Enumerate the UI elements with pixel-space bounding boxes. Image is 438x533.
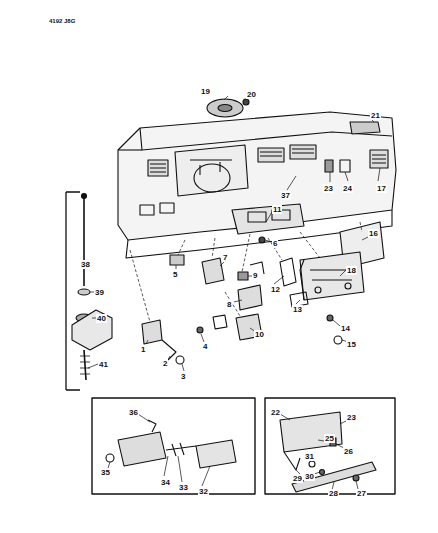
callout-number: 16: [368, 229, 379, 238]
drawing-number: 4192 J8G: [48, 18, 76, 25]
callout-number: 15: [346, 340, 357, 349]
callout-number: 27: [356, 489, 367, 498]
callout-number: 11: [272, 205, 282, 214]
callout-number: 41: [98, 360, 109, 369]
callout-number: 40: [96, 314, 107, 323]
callout-number: 20: [246, 90, 257, 99]
callout-number: 1: [140, 345, 146, 354]
callout-number: 32: [198, 487, 209, 496]
callout-number: 9: [252, 271, 258, 280]
callout-number: 38: [80, 260, 91, 269]
callout-number: 2: [162, 359, 168, 368]
callout-number: 8: [226, 300, 232, 309]
callout-number: 24: [342, 184, 353, 193]
callout-number: 25: [324, 434, 335, 443]
callout-number: 30: [304, 472, 315, 481]
callout-number: 19: [200, 87, 211, 96]
callout-number: 29: [292, 474, 303, 483]
callout-number: 26: [343, 447, 354, 456]
callout-number: 28: [328, 489, 339, 498]
callout-number: 34: [160, 478, 171, 487]
callout-number: 12: [270, 285, 281, 294]
callout-number: 10: [254, 330, 265, 339]
callout-number: 21: [370, 111, 381, 120]
callout-number: 31: [304, 452, 315, 461]
callout-number: 6: [272, 239, 278, 248]
callout-number: 39: [94, 288, 105, 297]
callout-number: 23: [323, 184, 334, 193]
callout-number: 14: [340, 324, 351, 333]
callout-number: 37: [280, 191, 291, 200]
callout-number: 22: [270, 408, 281, 417]
callout-number: 7: [222, 253, 228, 262]
callout-number: 23: [346, 413, 357, 422]
callout-number: 5: [172, 270, 178, 279]
callout-number: 17: [376, 184, 387, 193]
callout-number: 13: [292, 305, 303, 314]
callout-number: 36: [128, 408, 139, 417]
callout-number: 4: [202, 342, 208, 351]
callout-number: 3: [180, 372, 186, 381]
callout-number: 18: [346, 266, 357, 275]
callout-number: 35: [100, 468, 111, 477]
callout-number: 33: [178, 483, 189, 492]
